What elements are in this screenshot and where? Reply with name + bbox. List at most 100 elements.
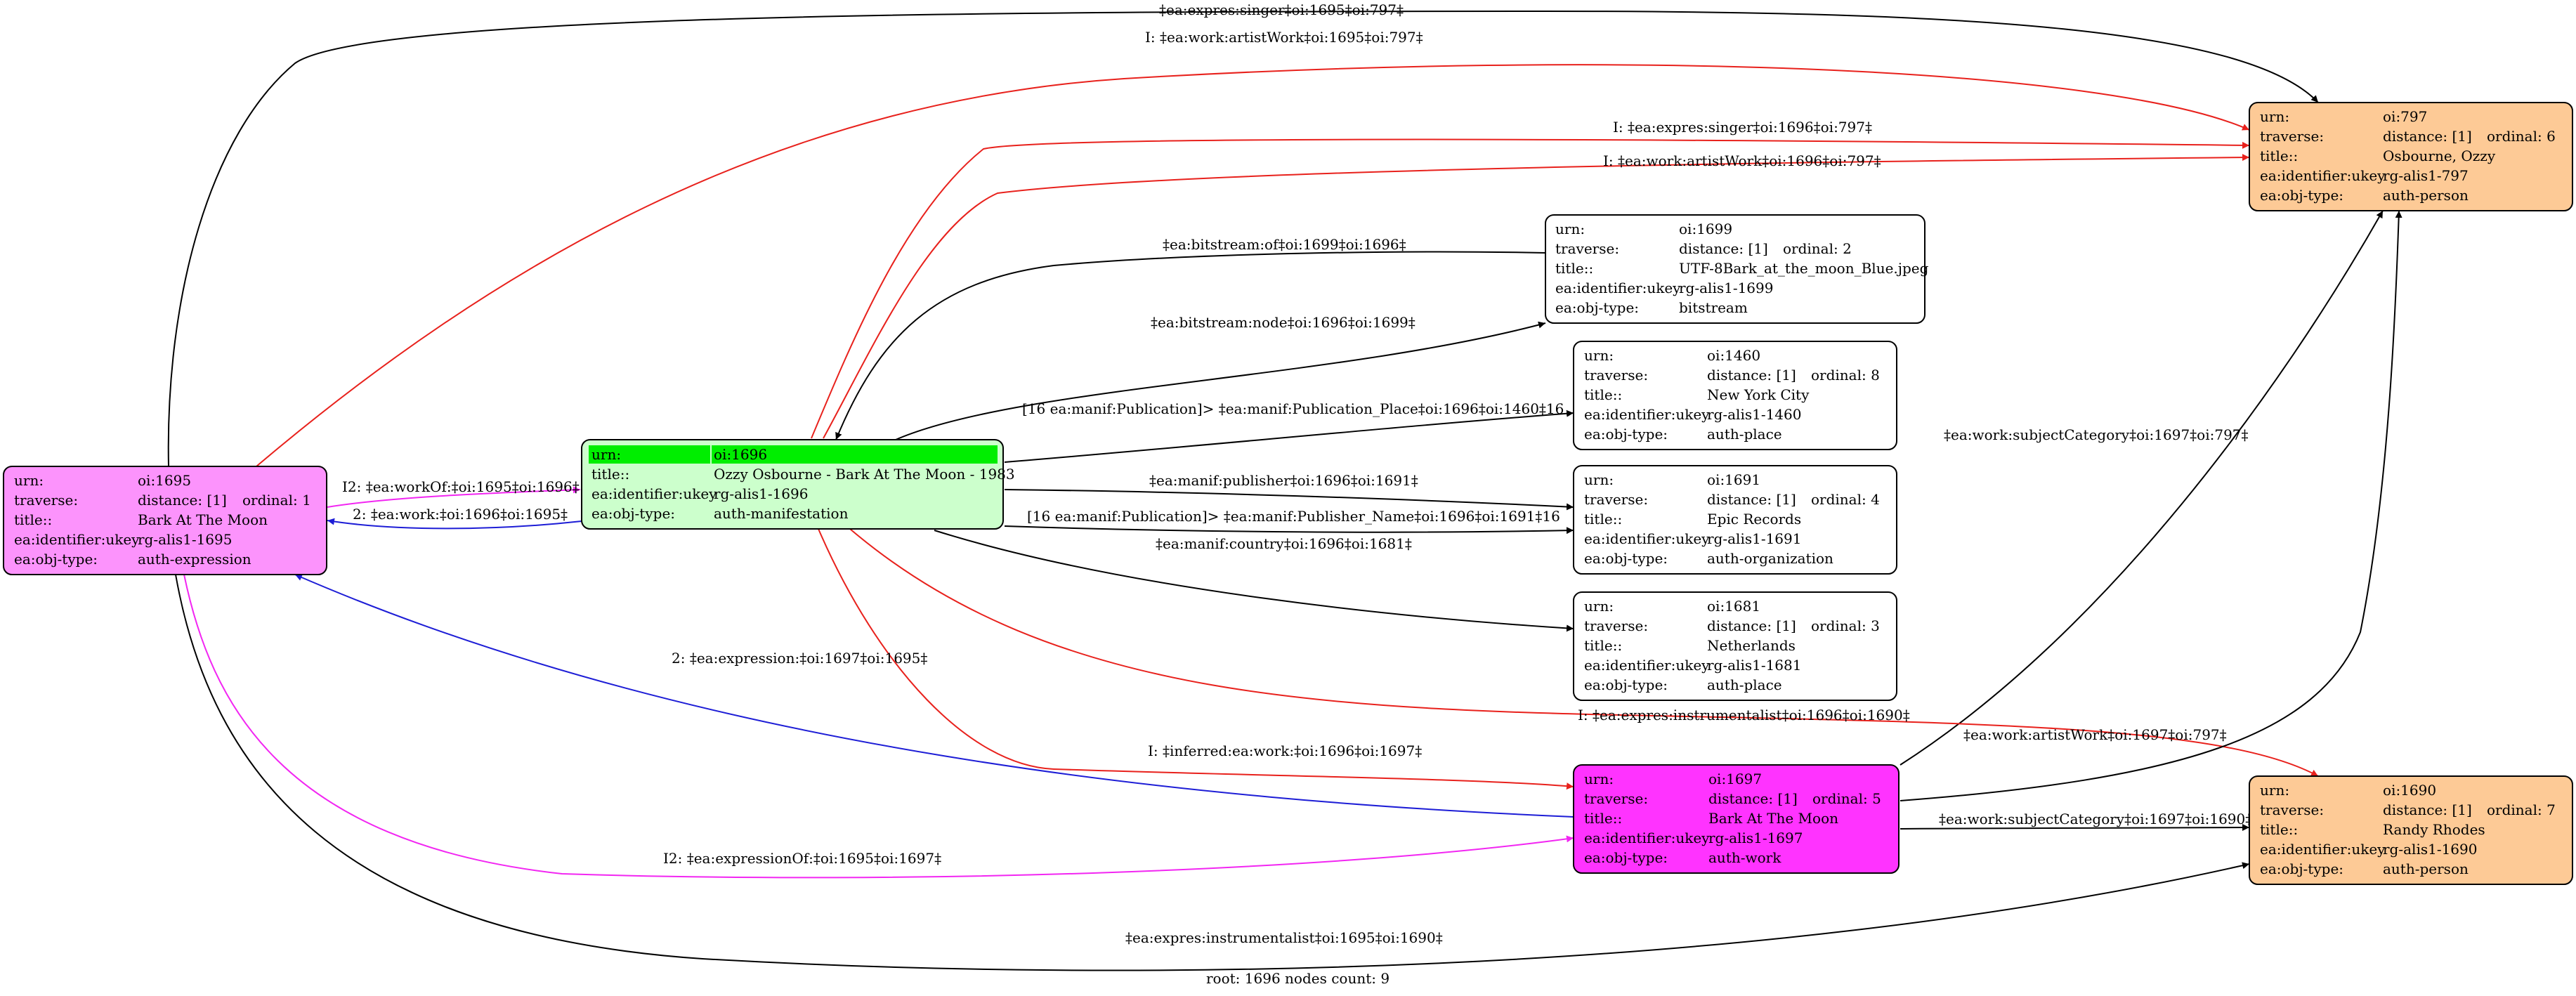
node-value: oi:1697 [1708,771,1762,787]
node-key: traverse: [1584,617,1648,634]
node-key: ea:obj-type: [2260,860,2343,877]
node-key: urn: [1584,347,1614,364]
node-person-1690[interactable]: urn: oi:1690 traverse: distance: [1] ord… [2249,775,2573,885]
edge-label: ‡ea:work:subjectCategory‡oi:1697‡oi:1690… [1939,811,2252,827]
node-value: distance: [1] [2383,801,2472,818]
node-extra: ordinal: 4 [1811,491,1880,508]
node-box [1573,591,1897,701]
node-value: auth-organization [1707,550,1833,567]
node-place-1681[interactable]: urn: oi:1681 traverse: distance: [1] ord… [1573,591,1897,701]
node-value: oi:1691 [1707,471,1760,488]
node-key: urn: [1584,771,1614,787]
edge-1696-1690-instrumentalist [849,528,2319,777]
edge-labels: ‡ea:expres:singer‡oi:1695‡oi:797‡ I: ‡ea… [342,1,2252,946]
edge-1696-1697-inferred-work [818,528,1574,790]
node-value: bitstream [1679,299,1748,316]
edge-1695-1690-instrumentalist [175,574,2250,971]
node-key: title:: [1555,260,1593,277]
node-organization-1691[interactable]: urn: oi:1691 traverse: distance: [1] ord… [1573,465,1897,575]
node-value: rg-alis1-1690 [2383,841,2477,858]
node-extra: ordinal: 2 [1783,240,1852,257]
edge-label: ‡ea:work:subjectCategory‡oi:1697‡oi:797‡ [1944,426,2249,443]
node-key: urn: [14,472,44,489]
edge-label: ‡ea:expres:singer‡oi:1695‡oi:797‡ [1159,1,1404,18]
edge-label: ‡ea:bitstream:of‡oi:1699‡oi:1696‡ [1163,236,1406,253]
node-person-797[interactable]: urn: oi:797 traverse: distance: [1] ordi… [2249,102,2573,211]
graph-footer: root: 1696 nodes count: 9 [1206,970,1390,987]
node-value: Ozzy Osbourne - Bark At The Moon - 1983 [714,466,1015,483]
node-key: ea:obj-type: [14,551,98,568]
node-value: oi:1690 [2383,782,2436,799]
node-key: traverse: [14,492,78,509]
edge-label: I: ‡ea:work:artistWork‡oi:1696‡oi:797‡ [1603,152,1881,169]
node-key: urn: [1584,598,1614,615]
node-key: ea:obj-type: [1584,676,1668,693]
node-key: urn: [591,446,621,463]
node-key: traverse: [1584,790,1648,807]
node-place-1460[interactable]: urn: oi:1460 traverse: distance: [1] ord… [1573,341,1897,450]
node-value: distance: [1] [2383,128,2472,145]
edge-1695-797-artistwork [256,64,2250,467]
edge-label: 2: ‡ea:work:‡oi:1696‡oi:1695‡ [353,506,568,523]
edge-label: I: ‡inferred:ea:work:‡oi:1696‡oi:1697‡ [1148,742,1422,759]
edge-1696-1460-publication-place [1004,409,1574,463]
node-value: rg-alis1-1695 [138,531,232,548]
node-key: ea:identifier:ukey [1584,406,1710,423]
node-value: distance: [1] [1707,491,1796,508]
edge-label: ‡ea:manif:country‡oi:1696‡oi:1681‡ [1156,535,1412,552]
node-value: auth-person [2383,860,2469,877]
node-key: title:: [1584,637,1622,654]
edge-1696-1691-publisher [1004,489,1574,511]
node-value: Epic Records [1707,511,1801,528]
edge-1695-1697-expressionof [183,574,1574,879]
node-key: urn: [1555,221,1585,237]
node-key: urn: [2260,782,2289,799]
edge-1697-797-artistwork [1900,210,2402,801]
node-extra: ordinal: 1 [242,492,311,509]
edge-label: I2: ‡ea:expressionOf:‡oi:1695‡oi:1697‡ [663,850,941,867]
node-value: Bark At The Moon [138,511,268,528]
node-expression-1695[interactable]: urn: oi:1695 traverse: distance: [1] ord… [3,466,327,575]
node-value: UTF-8Bark_at_the_moon_Blue.jpeg [1679,260,1929,277]
node-value: oi:1681 [1707,598,1760,615]
node-key: ea:obj-type: [1584,426,1668,443]
node-key: ea:identifier:ukey [2260,841,2386,858]
node-bitstream-1699[interactable]: urn: oi:1699 traverse: distance: [1] ord… [1545,214,1929,324]
node-key: title:: [14,511,52,528]
node-box [1545,214,1926,324]
edge-1696-797-artistwork [823,154,2250,439]
node-key: title:: [1584,810,1622,827]
node-value: Bark At The Moon [1708,810,1838,827]
node-value: Osbourne, Ozzy [2383,148,2496,164]
edge-label: [16 ea:manif:Publication]> ‡ea:manif:Pub… [1022,400,1564,417]
node-value: auth-manifestation [714,505,849,522]
edge-1697-797-subjectcategory [1900,210,2384,766]
node-key: traverse: [1584,367,1648,384]
edge-1696-1699-bitstream-node [895,321,1546,440]
node-key: ea:identifier:ukey [14,531,140,548]
edge-1697-1695-expression [294,574,1574,818]
node-value: auth-place [1707,676,1782,693]
node-key: ea:obj-type: [1555,299,1639,316]
root-highlight-key [589,445,710,464]
node-key: ea:identifier:ukey [591,485,717,502]
node-key: title:: [2260,148,2298,164]
edge-1696-1681-country [934,530,1574,632]
node-value: distance: [1] [138,492,227,509]
node-value: rg-alis1-1697 [1708,830,1803,846]
node-work-1697[interactable]: urn: oi:1697 traverse: distance: [1] ord… [1573,764,1900,874]
edges [167,10,2402,971]
node-box [1573,341,1897,450]
node-key: traverse: [1584,491,1648,508]
node-key: title:: [591,466,629,483]
node-extra: ordinal: 7 [2487,801,2556,818]
node-value: distance: [1] [1707,617,1796,634]
node-value: rg-alis1-1460 [1707,406,1801,423]
edge-label: I: ‡ea:expres:instrumentalist‡oi:1696‡oi… [1578,707,1910,723]
node-value: Randy Rhodes [2383,821,2485,838]
node-key: urn: [1584,471,1614,488]
node-value: auth-expression [138,551,251,568]
edge-1696-797-singer [811,138,2250,439]
node-box [2249,775,2573,885]
node-manifestation-1696[interactable]: urn: oi:1696 title:: Ozzy Osbourne - Bar… [581,439,1015,530]
